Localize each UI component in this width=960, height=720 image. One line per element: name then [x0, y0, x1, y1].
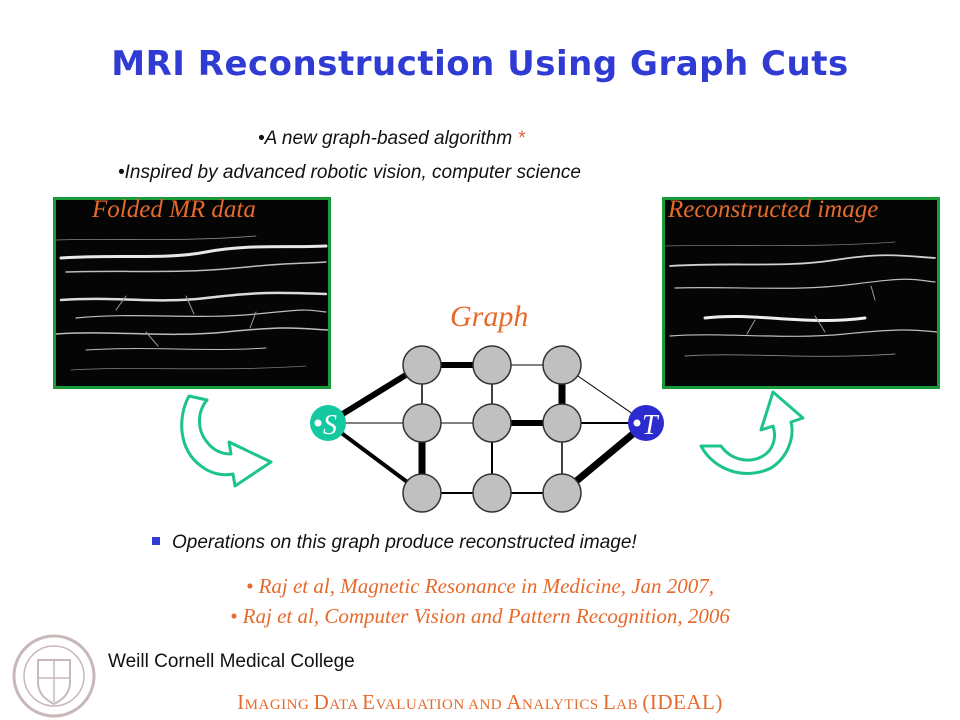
lab-word: D [313, 690, 330, 714]
sink-node [628, 405, 664, 441]
graph-node [402, 403, 442, 443]
lab-word-rest: NALYTICS [522, 697, 603, 713]
college-seal-icon [12, 634, 96, 718]
operations-text: Operations on this graph produce reconst… [172, 532, 637, 553]
curved-arrow-icon [180, 394, 273, 488]
lab-word: E [362, 690, 376, 714]
source-node [310, 405, 346, 441]
bullet-text: Inspired by advanced robotic vision, com… [124, 162, 581, 183]
reconstructed-image-label: Reconstructed image [668, 196, 879, 223]
college-name: Weill Cornell Medical College [108, 651, 355, 672]
lab-name: IMAGING DATA EVALUATION AND ANALYTICS LA… [0, 690, 960, 715]
graph-node [402, 345, 442, 385]
source-node-label: S [323, 410, 337, 441]
sink-node-dot [633, 419, 641, 427]
graph-node [542, 403, 582, 443]
lab-suffix: (IDEAL) [642, 690, 723, 714]
slide-title: MRI Reconstruction Using Graph Cuts [111, 44, 849, 84]
graph-node [402, 473, 442, 513]
source-node-dot [314, 419, 322, 427]
folded-mr-image [53, 197, 331, 389]
square-bullet-icon [152, 536, 160, 545]
reference-2: • Raj et al, Computer Vision and Pattern… [230, 604, 730, 628]
lab-word: I [237, 690, 245, 714]
lab-word-rest: VALUATION AND [375, 697, 507, 713]
lab-word-rest: MAGING [244, 697, 314, 713]
footnote-star: * [517, 128, 525, 149]
graph-node [542, 473, 582, 513]
graph-node [472, 403, 512, 443]
bullet-text: A new graph-based algorithm [264, 128, 518, 149]
graph-label: Graph [450, 300, 529, 333]
lab-word: L [602, 690, 617, 714]
lab-word-rest: ATA [329, 697, 363, 713]
bullet-inspired: •Inspired by advanced robotic vision, co… [118, 162, 581, 183]
operations-bullet: Operations on this graph produce reconst… [152, 532, 637, 554]
graph-node [542, 345, 582, 385]
sink-node-label: T [642, 410, 660, 441]
curved-arrow-icon [699, 390, 805, 475]
lab-word: A [506, 690, 523, 714]
folded-mr-label: Folded MR data [92, 196, 256, 223]
reconstructed-image [662, 197, 940, 389]
graph-node [472, 345, 512, 385]
graph-diagram: S T [310, 345, 664, 513]
lab-word-rest: AB [616, 697, 643, 713]
bullet-new-algorithm: •A new graph-based algorithm * [258, 128, 525, 149]
reference-1: • Raj et al, Magnetic Resonance in Medic… [245, 574, 715, 598]
graph-node [472, 473, 512, 513]
